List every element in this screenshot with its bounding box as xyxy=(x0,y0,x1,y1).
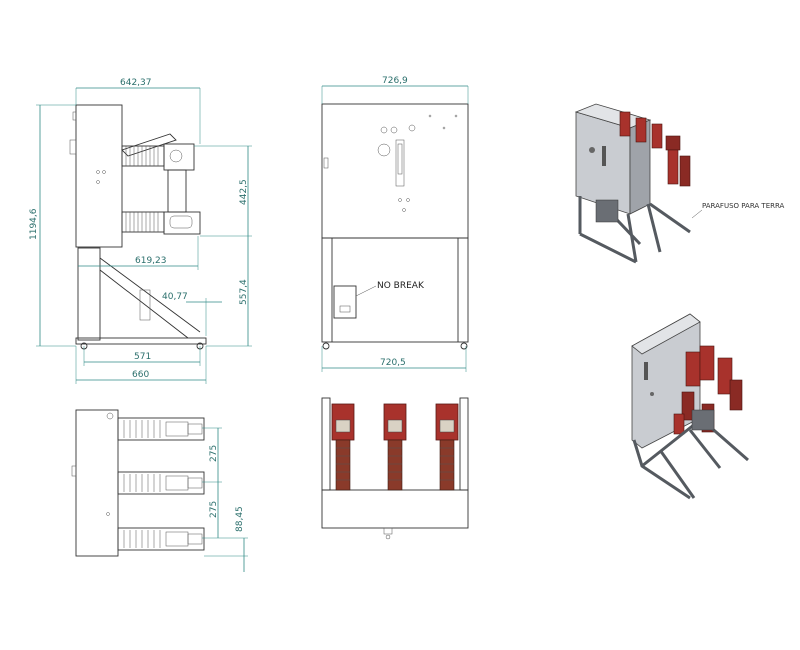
dim-top-spacing-1: 275 xyxy=(209,445,219,462)
dim-side-mid-width: 619,23 xyxy=(135,256,167,266)
side-stand xyxy=(75,247,207,350)
note-no-break: NO BREAK xyxy=(377,281,425,291)
rear-base-panel xyxy=(321,489,469,529)
top-view: 275 275 88,45 xyxy=(71,409,248,572)
side-view: 642,37 1194,6 442,5 619,23 40,77 557,4 5… xyxy=(29,78,252,384)
rear-pole-1 xyxy=(331,403,355,491)
top-phase-1 xyxy=(117,417,205,441)
dim-top-spacing-2: 275 xyxy=(209,501,219,518)
top-cabinet xyxy=(75,409,119,557)
top-phase-2 xyxy=(117,471,205,495)
isometric-view-1: PARAFUSO PARA TERRA xyxy=(574,103,785,264)
rear-pole-3 xyxy=(435,403,459,491)
dim-front-base-width: 720,5 xyxy=(380,358,406,368)
dim-side-height-total: 1194,6 xyxy=(29,208,39,240)
rear-view xyxy=(321,397,469,540)
side-upper-insulator xyxy=(121,143,195,171)
front-cabinet xyxy=(321,103,469,239)
isometric-view-2 xyxy=(631,313,749,500)
dim-side-base-width: 571 xyxy=(134,352,151,362)
front-view: NO BREAK 726,9 720,5 xyxy=(321,76,469,372)
rear-pole-2 xyxy=(383,403,407,491)
dim-side-small-offset: 40,77 xyxy=(162,292,188,302)
dim-side-upper-height: 442,5 xyxy=(239,179,249,205)
no-break-box xyxy=(333,285,357,319)
dim-top-edge-offset: 88,45 xyxy=(235,506,245,532)
dim-front-top-width: 726,9 xyxy=(382,76,408,86)
top-phase-3 xyxy=(117,527,205,551)
dim-side-top-width: 642,37 xyxy=(120,78,152,88)
dim-side-overall-width: 660 xyxy=(132,370,149,380)
side-lower-insulator xyxy=(121,211,201,235)
dim-side-lower-height: 557,4 xyxy=(239,279,249,305)
side-cabinet xyxy=(75,104,123,248)
front-lower-frame xyxy=(321,237,469,343)
note-ground-screw: PARAFUSO PARA TERRA xyxy=(702,202,785,210)
